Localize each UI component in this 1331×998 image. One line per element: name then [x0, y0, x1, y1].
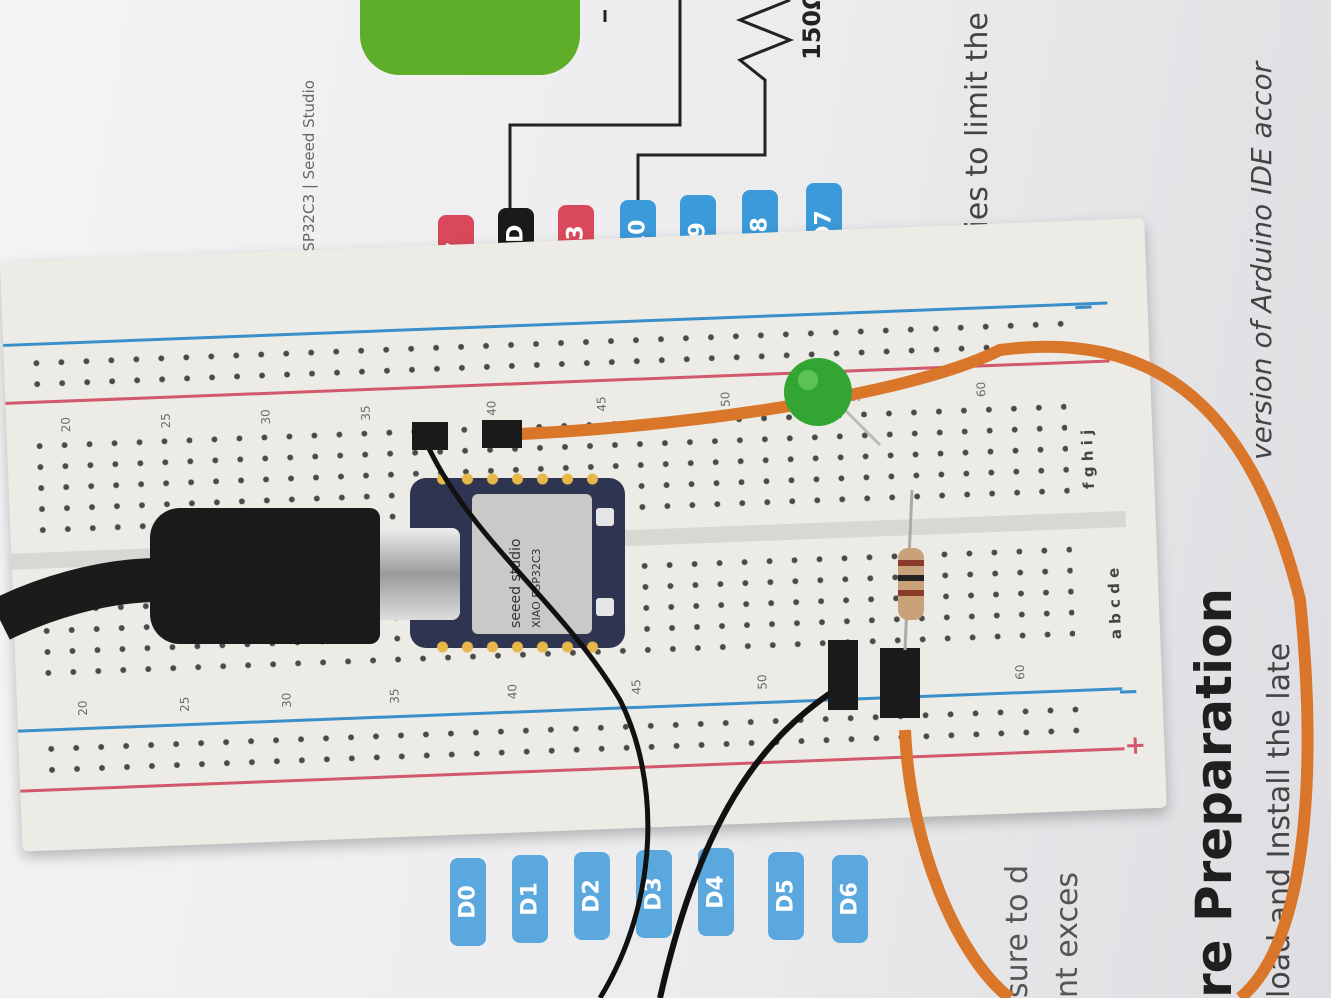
- jumper-header: [828, 640, 858, 710]
- pin-label: D2: [574, 852, 610, 940]
- green-graphic: [360, 0, 580, 75]
- resistor-body: [898, 548, 924, 620]
- usb-c-plug: [365, 528, 460, 620]
- boot-button: [596, 598, 614, 616]
- jumper-header: [482, 420, 522, 448]
- orange-wire-top: [494, 340, 1314, 998]
- pin-label: D1: [512, 855, 548, 943]
- led-lead: [838, 403, 882, 447]
- pin-pads: [430, 640, 605, 654]
- pin-label: D5: [768, 852, 804, 940]
- black-wire-2: [657, 687, 837, 998]
- reset-button: [596, 508, 614, 526]
- pin-label: D6: [832, 855, 868, 943]
- module-shield: [472, 494, 592, 634]
- usb-cable-boot: [150, 508, 380, 644]
- pin-label: D0: [450, 858, 486, 946]
- pin-pads: [430, 472, 605, 486]
- jumper-header: [412, 422, 448, 450]
- jumper-header: [880, 648, 920, 718]
- black-wire-1: [422, 438, 651, 998]
- orange-wire-bottom: [899, 729, 1014, 998]
- green-led: [784, 358, 852, 426]
